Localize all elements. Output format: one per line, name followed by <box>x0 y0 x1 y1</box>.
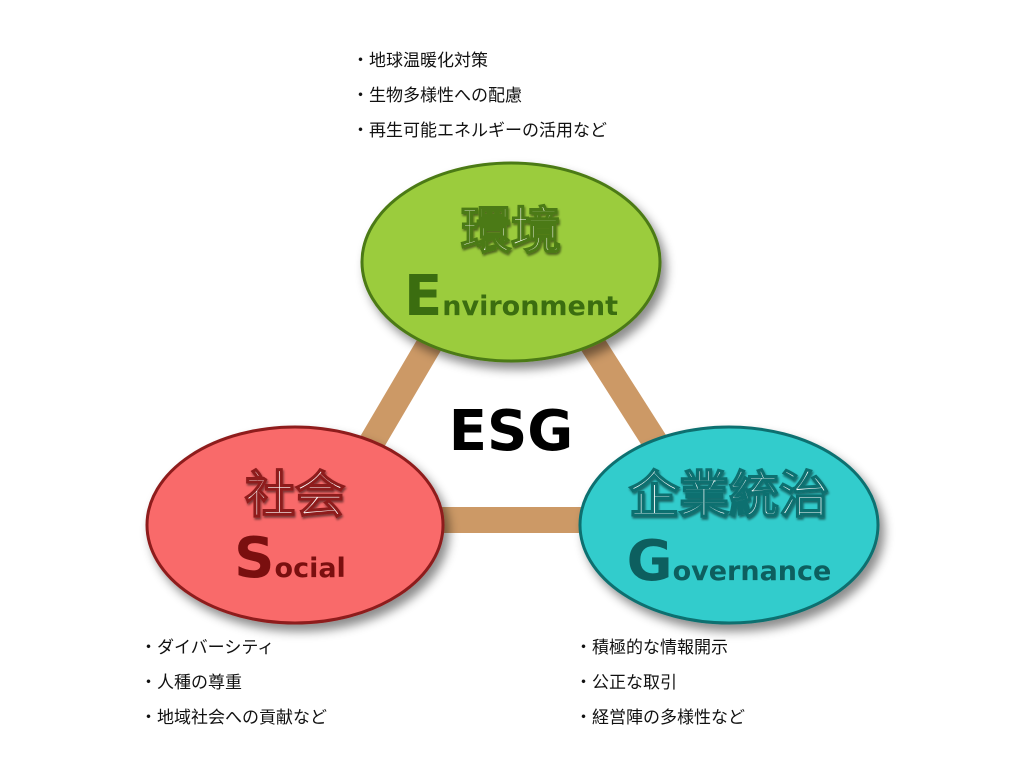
social-initial: S <box>234 526 274 591</box>
social-circle: 社会 Social <box>145 425 445 625</box>
social-bullet: ダイバーシティ <box>140 631 327 666</box>
governance-ellipse <box>578 425 880 625</box>
governance-bullet: 積極的な情報開示 <box>575 631 745 666</box>
governance-circle: 企業統治 Governance <box>578 425 880 625</box>
center-label-esg: ESG <box>449 399 574 464</box>
environment-rest: nvironment <box>442 291 618 322</box>
social-ellipse <box>145 425 445 625</box>
social-rest: ocial <box>275 553 346 584</box>
governance-rest: overnance <box>673 556 832 587</box>
environment-bullet: 地球温暖化対策 <box>352 44 607 79</box>
triangle-connector <box>360 333 666 533</box>
environment-ellipse <box>360 161 662 363</box>
environment-bullet: 再生可能エネルギーの活用など <box>352 114 607 149</box>
environment-bullet-list: 地球温暖化対策 生物多様性への配慮 再生可能エネルギーの活用など <box>352 44 607 149</box>
social-bullet: 人種の尊重 <box>140 666 327 701</box>
governance-bullet-list: 積極的な情報開示 公正な取引 経営陣の多様性など <box>575 631 745 736</box>
environment-initial: E <box>404 264 442 329</box>
governance-bullet: 公正な取引 <box>575 666 745 701</box>
environment-title: 環境 <box>461 202 561 260</box>
environment-circle: 環境 Environment <box>360 161 662 363</box>
environment-subtitle: Environment <box>404 264 618 329</box>
social-title: 社会 <box>245 466 345 524</box>
social-subtitle: Social <box>234 526 346 591</box>
governance-bullet: 経営陣の多様性など <box>575 701 745 736</box>
environment-bullet: 生物多様性への配慮 <box>352 79 607 114</box>
governance-initial: G <box>627 529 673 594</box>
governance-subtitle: Governance <box>627 529 832 594</box>
governance-title: 企業統治 <box>629 466 829 524</box>
social-bullet-list: ダイバーシティ 人種の尊重 地域社会への貢献など <box>140 631 327 736</box>
social-bullet: 地域社会への貢献など <box>140 701 327 736</box>
